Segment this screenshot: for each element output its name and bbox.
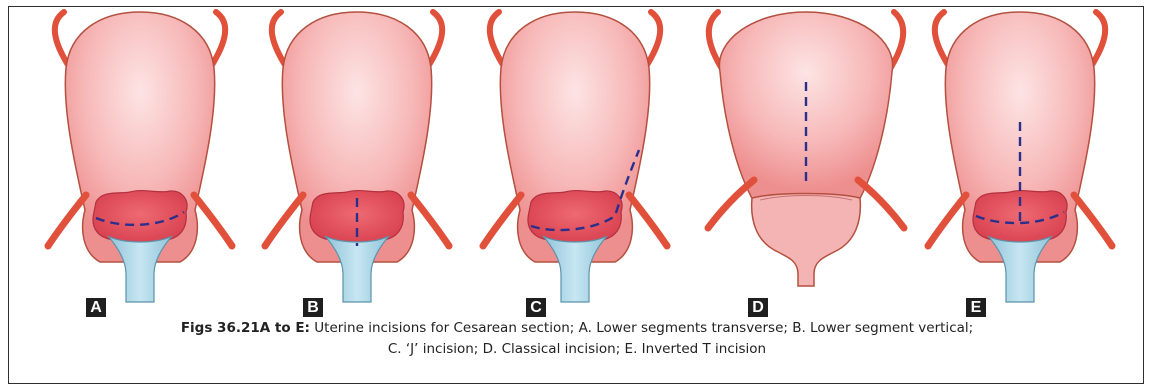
caption-line-2: C. ‘J’ incision; D. Classical incision; … — [10, 339, 1144, 360]
figure-caption: Figs 36.21A to E: Uterine incisions for … — [10, 318, 1144, 360]
caption-line-1: Figs 36.21A to E: Uterine incisions for … — [10, 318, 1144, 339]
panel-a-uterus — [48, 12, 232, 302]
panel-label-a: A — [86, 298, 106, 317]
panel-d-uterus — [708, 12, 904, 286]
caption-label: Figs 36.21A to E: — [181, 320, 310, 336]
uterus-figure — [0, 0, 1154, 320]
panel-e-uterus — [928, 12, 1112, 302]
panel-c-uterus — [483, 12, 667, 302]
panel-b-uterus — [265, 12, 449, 302]
panel-label-c: C — [526, 298, 546, 317]
caption-text-1: Uterine incisions for Cesarean section; … — [314, 320, 973, 336]
panel-label-e: E — [966, 298, 986, 317]
panel-label-b: B — [303, 298, 323, 317]
panel-label-d: D — [748, 298, 768, 317]
